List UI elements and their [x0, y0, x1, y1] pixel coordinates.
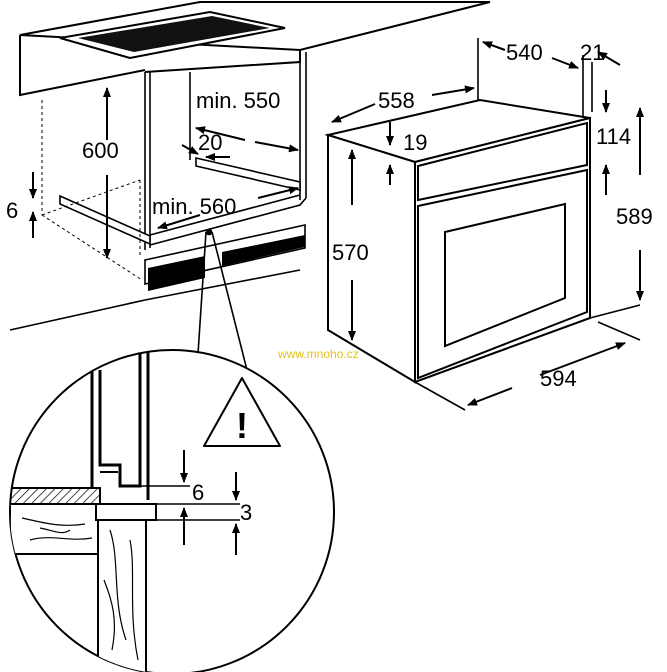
detail-dimension-arrows [180, 450, 240, 555]
label-oven-570: 570 [332, 240, 369, 265]
label-min-depth: min. 550 [196, 88, 280, 113]
watermark: www.mnoho.cz [277, 347, 359, 361]
warning-symbol: ! [236, 405, 248, 446]
label-oven-558: 558 [378, 88, 415, 113]
oven-dimension-lines [414, 38, 641, 411]
oven [324, 98, 591, 384]
label-cabinet-height: 600 [82, 138, 119, 163]
label-detail-6: 6 [192, 480, 204, 505]
label-oven-114: 114 [596, 124, 631, 149]
cabinet-dimension-arrows [29, 87, 299, 259]
cabinet-ghost-lines [41, 100, 143, 281]
label-detail-3: 3 [240, 500, 252, 525]
cabinet-niche [144, 52, 307, 250]
dimension-labels: 600 min. 550 20 min. 560 6 558 540 21 19… [6, 40, 653, 525]
label-oven-594: 594 [540, 366, 577, 391]
oven-dimension-arrows [331, 41, 644, 406]
label-oven-19: 19 [403, 130, 427, 155]
warning-icon: ! [203, 377, 281, 447]
plinth [144, 224, 306, 291]
left-shelf [59, 194, 151, 246]
label-gap-20: 20 [198, 130, 222, 155]
detail-leader [197, 228, 249, 375]
countertop [19, 1, 491, 97]
label-shelf-6: 6 [6, 198, 18, 223]
label-oven-21: 21 [580, 40, 604, 65]
hob [59, 10, 286, 60]
label-min-width: min. 560 [152, 194, 236, 219]
detail-content [10, 350, 240, 672]
label-oven-540: 540 [506, 40, 543, 65]
label-oven-589: 589 [616, 204, 653, 229]
floor-lines [9, 269, 301, 331]
